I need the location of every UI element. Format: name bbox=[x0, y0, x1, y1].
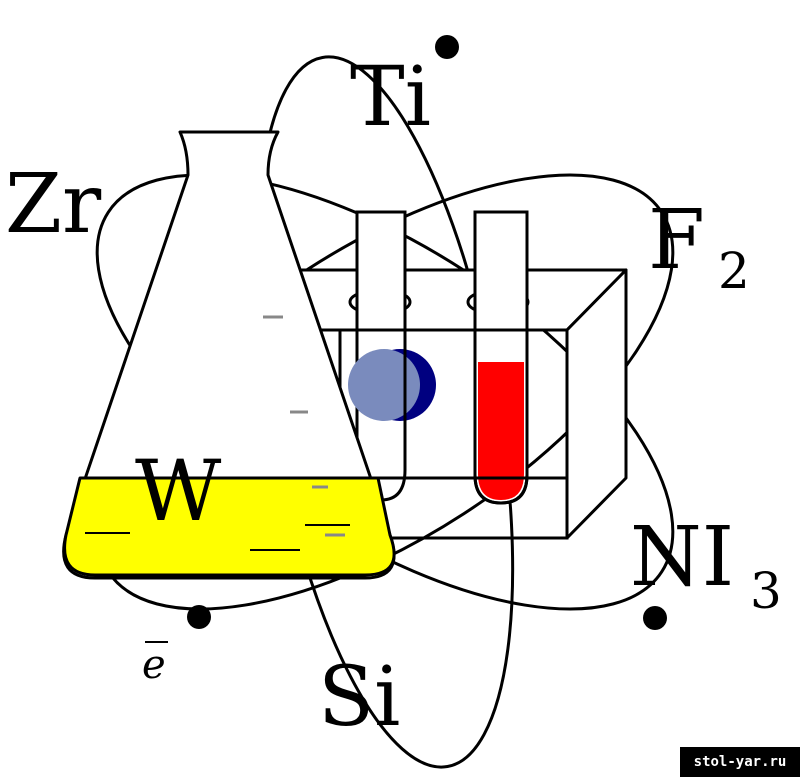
electron-dot-right bbox=[643, 606, 667, 630]
label-fluorine-subscript: 2 bbox=[718, 242, 750, 300]
test-tube-left-icon bbox=[348, 210, 436, 502]
label-titanium: Ti bbox=[350, 50, 431, 145]
label-nitrogen-triiodide: NI bbox=[630, 510, 734, 605]
label-silicon: Si bbox=[318, 650, 400, 745]
label-nitrogen-triiodide-subscript: 3 bbox=[750, 562, 782, 620]
electron-dots bbox=[187, 35, 667, 630]
electron-dot-top bbox=[435, 35, 459, 59]
flask-bubble-lines bbox=[85, 524, 350, 551]
red-liquid bbox=[478, 362, 524, 500]
rack-front-outline bbox=[222, 328, 569, 540]
flask-graduations bbox=[263, 315, 345, 537]
electron-dot-left bbox=[187, 605, 211, 629]
label-zirconium: Zr bbox=[5, 157, 102, 252]
label-electron: e bbox=[142, 642, 166, 688]
label-fluorine: F bbox=[648, 193, 705, 288]
ball-blue bbox=[348, 349, 420, 421]
label-tungsten: W bbox=[135, 442, 222, 540]
test-tube-right-outline bbox=[473, 212, 529, 505]
flask-yellow-liquid bbox=[63, 476, 396, 577]
erlenmeyer-flask-icon bbox=[62, 130, 396, 580]
site-watermark: stol-yar.ru bbox=[680, 747, 800, 777]
test-tube-right-icon bbox=[473, 210, 529, 505]
flask-body bbox=[62, 130, 396, 580]
